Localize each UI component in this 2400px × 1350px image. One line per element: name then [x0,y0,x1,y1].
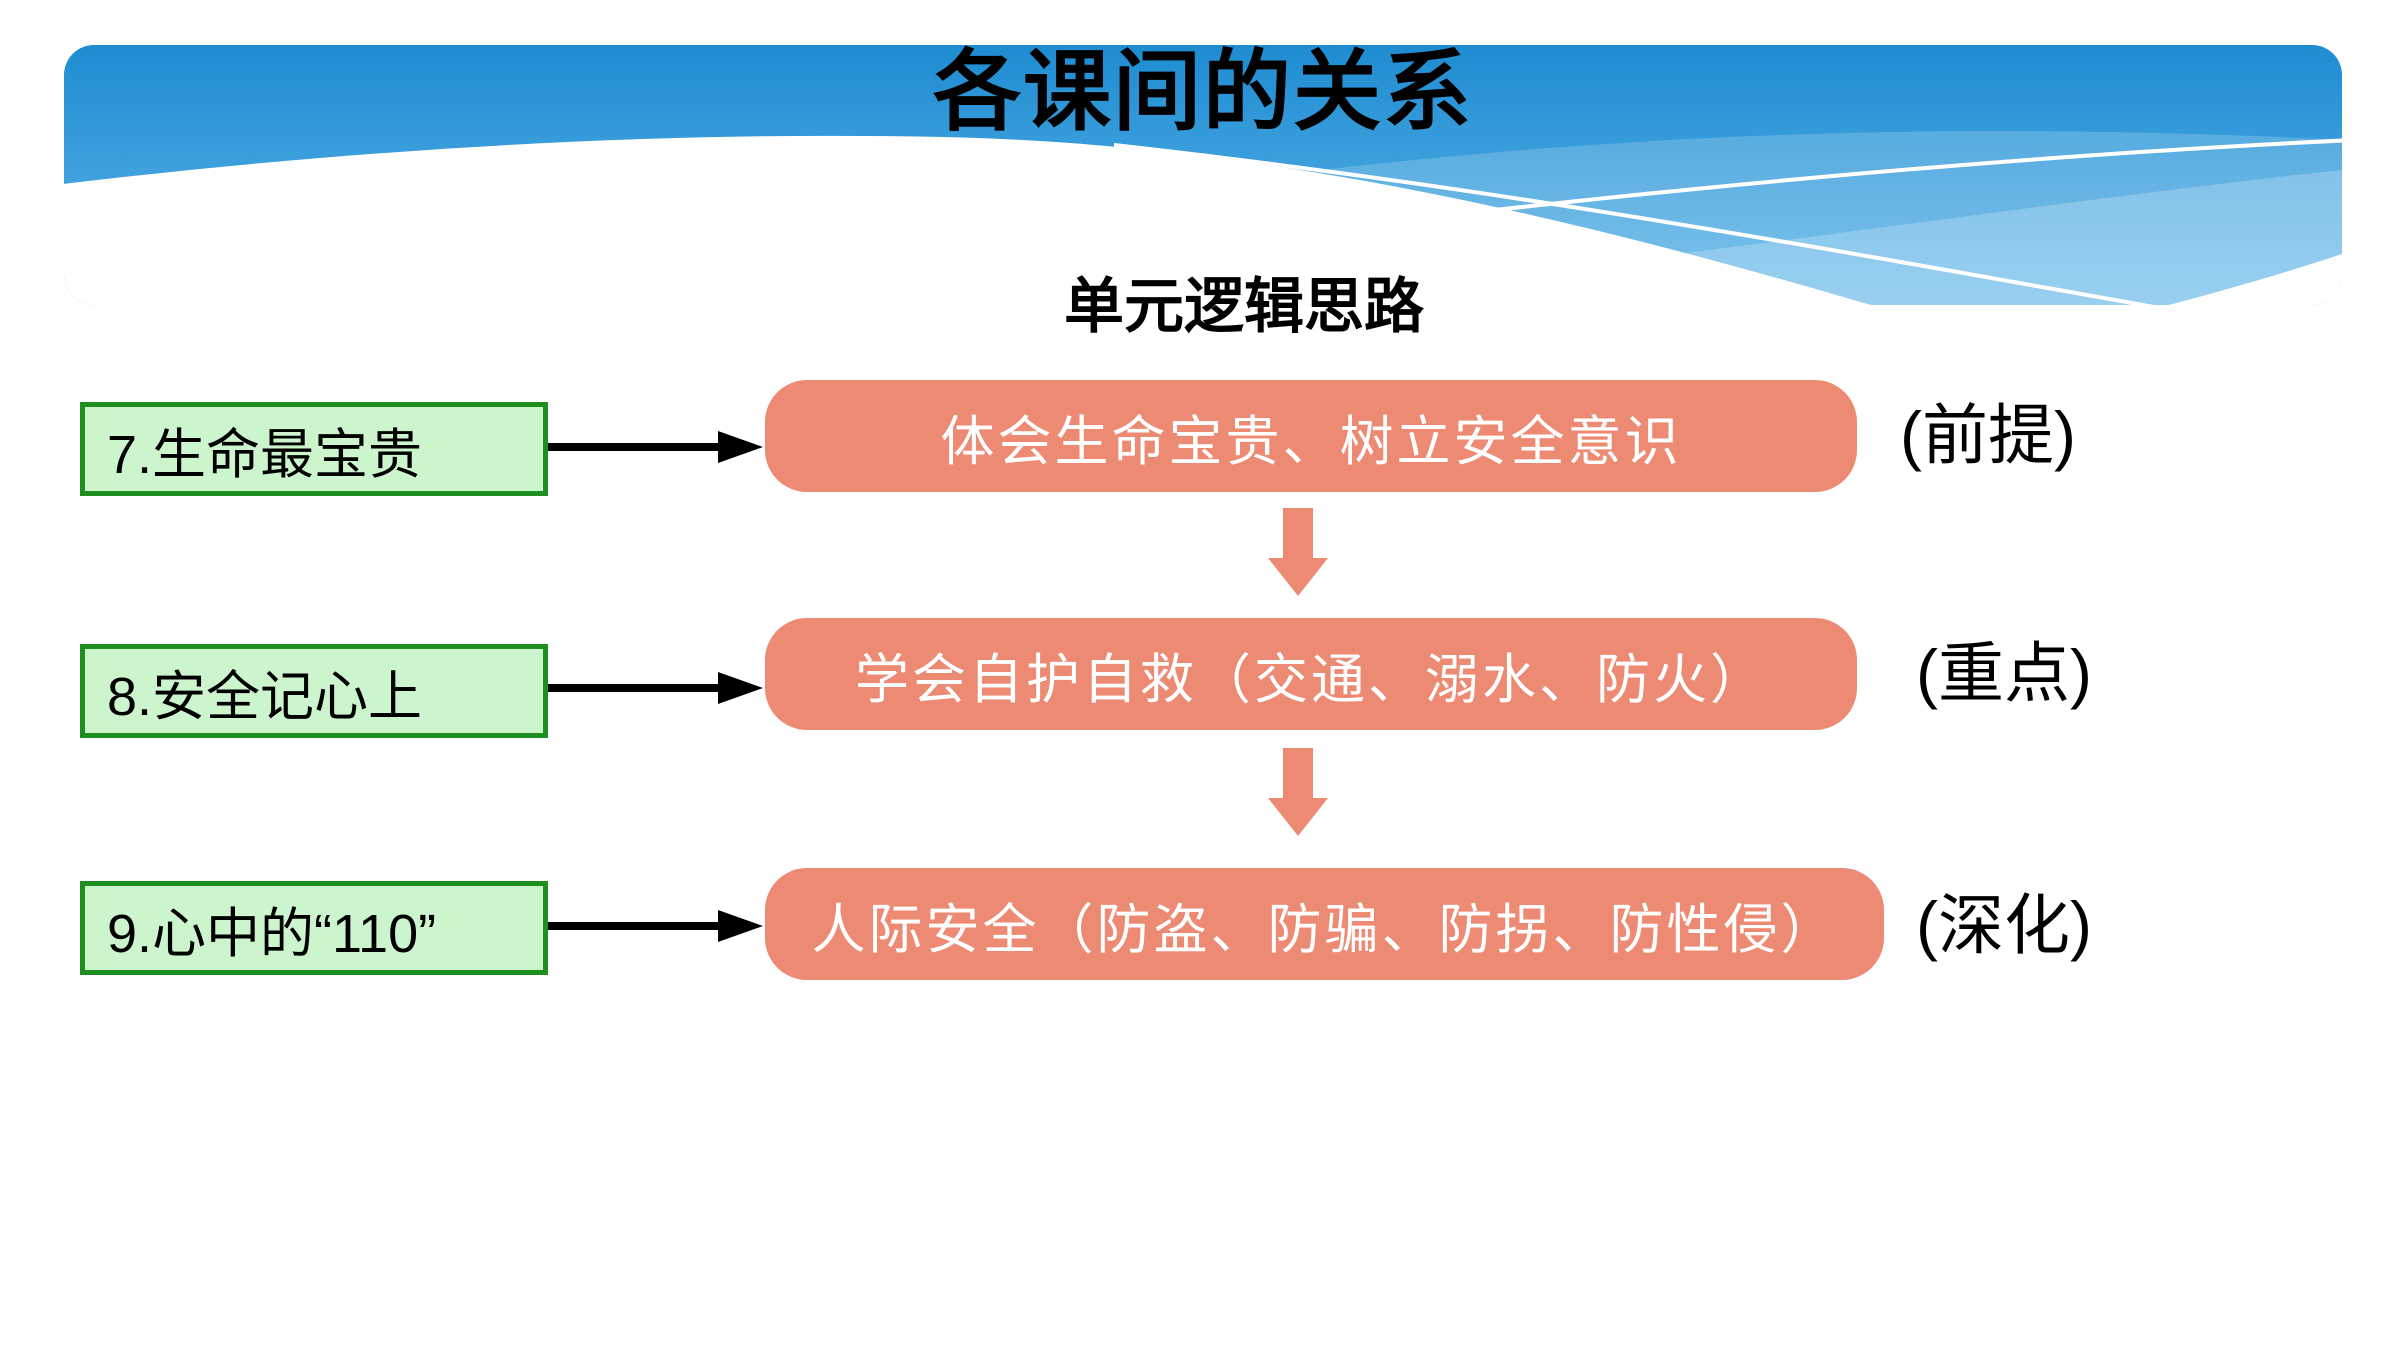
diagram-subtitle: 单元逻辑思路 [1064,273,1424,340]
lesson-label: 7.生命最宝贵 [107,424,423,485]
role-label-premise: (前提) [1900,398,2076,472]
lesson-box-7: 7.生命最宝贵 [80,402,548,496]
slide-title: 各课间的关系 [932,45,1473,141]
lesson-label: 8.安全记心上 [107,666,423,727]
down-arrow-icon [1268,748,1328,836]
lesson-label: 9.心中的“110” [107,903,437,964]
right-arrow-icon [548,431,763,463]
down-arrow-icon [1268,508,1328,596]
right-arrow-icon [548,672,763,704]
title-banner: 各课间的关系 [64,45,2342,305]
right-arrow-icon [548,910,763,942]
theme-box-deepen: 人际安全（防盗、防骗、防拐、防性侵） [765,868,1884,980]
theme-label: 人际安全（防盗、防骗、防拐、防性侵） [811,899,1838,960]
theme-box-focus: 学会自护自救（交通、溺水、防火） [765,618,1857,730]
banner-wave-art [64,45,2342,305]
theme-label: 体会生命宝贵、树立安全意识 [940,411,1682,472]
role-label-deepen: (深化) [1916,888,2092,962]
theme-label: 学会自护自救（交通、溺水、防火） [855,649,1767,710]
lesson-box-8: 8.安全记心上 [80,644,548,738]
lesson-box-9: 9.心中的“110” [80,881,548,975]
theme-box-premise: 体会生命宝贵、树立安全意识 [765,380,1857,492]
role-label-focus: (重点) [1916,636,2092,710]
